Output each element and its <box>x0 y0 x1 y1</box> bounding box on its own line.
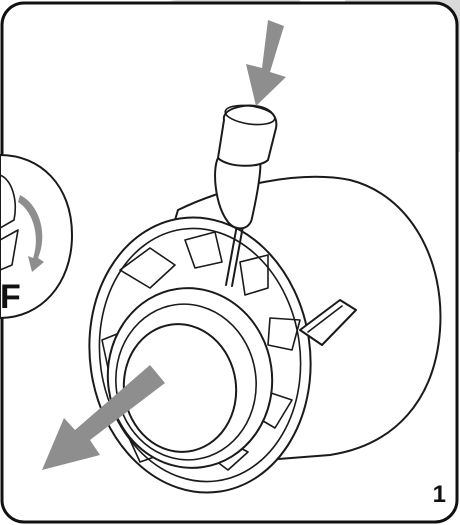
detail-callout <box>0 154 73 319</box>
screwdriver-icon <box>214 104 278 287</box>
detail-label: F <box>0 278 21 316</box>
pull-out-arrow-icon <box>42 365 165 470</box>
motor-ring-middle <box>115 303 257 461</box>
fan-housing-icon <box>88 175 442 494</box>
mounting-clip <box>299 299 357 346</box>
push-down-arrow-icon <box>246 20 286 106</box>
step-number: 1 <box>432 481 446 508</box>
rotate-arrow-icon <box>18 195 44 272</box>
